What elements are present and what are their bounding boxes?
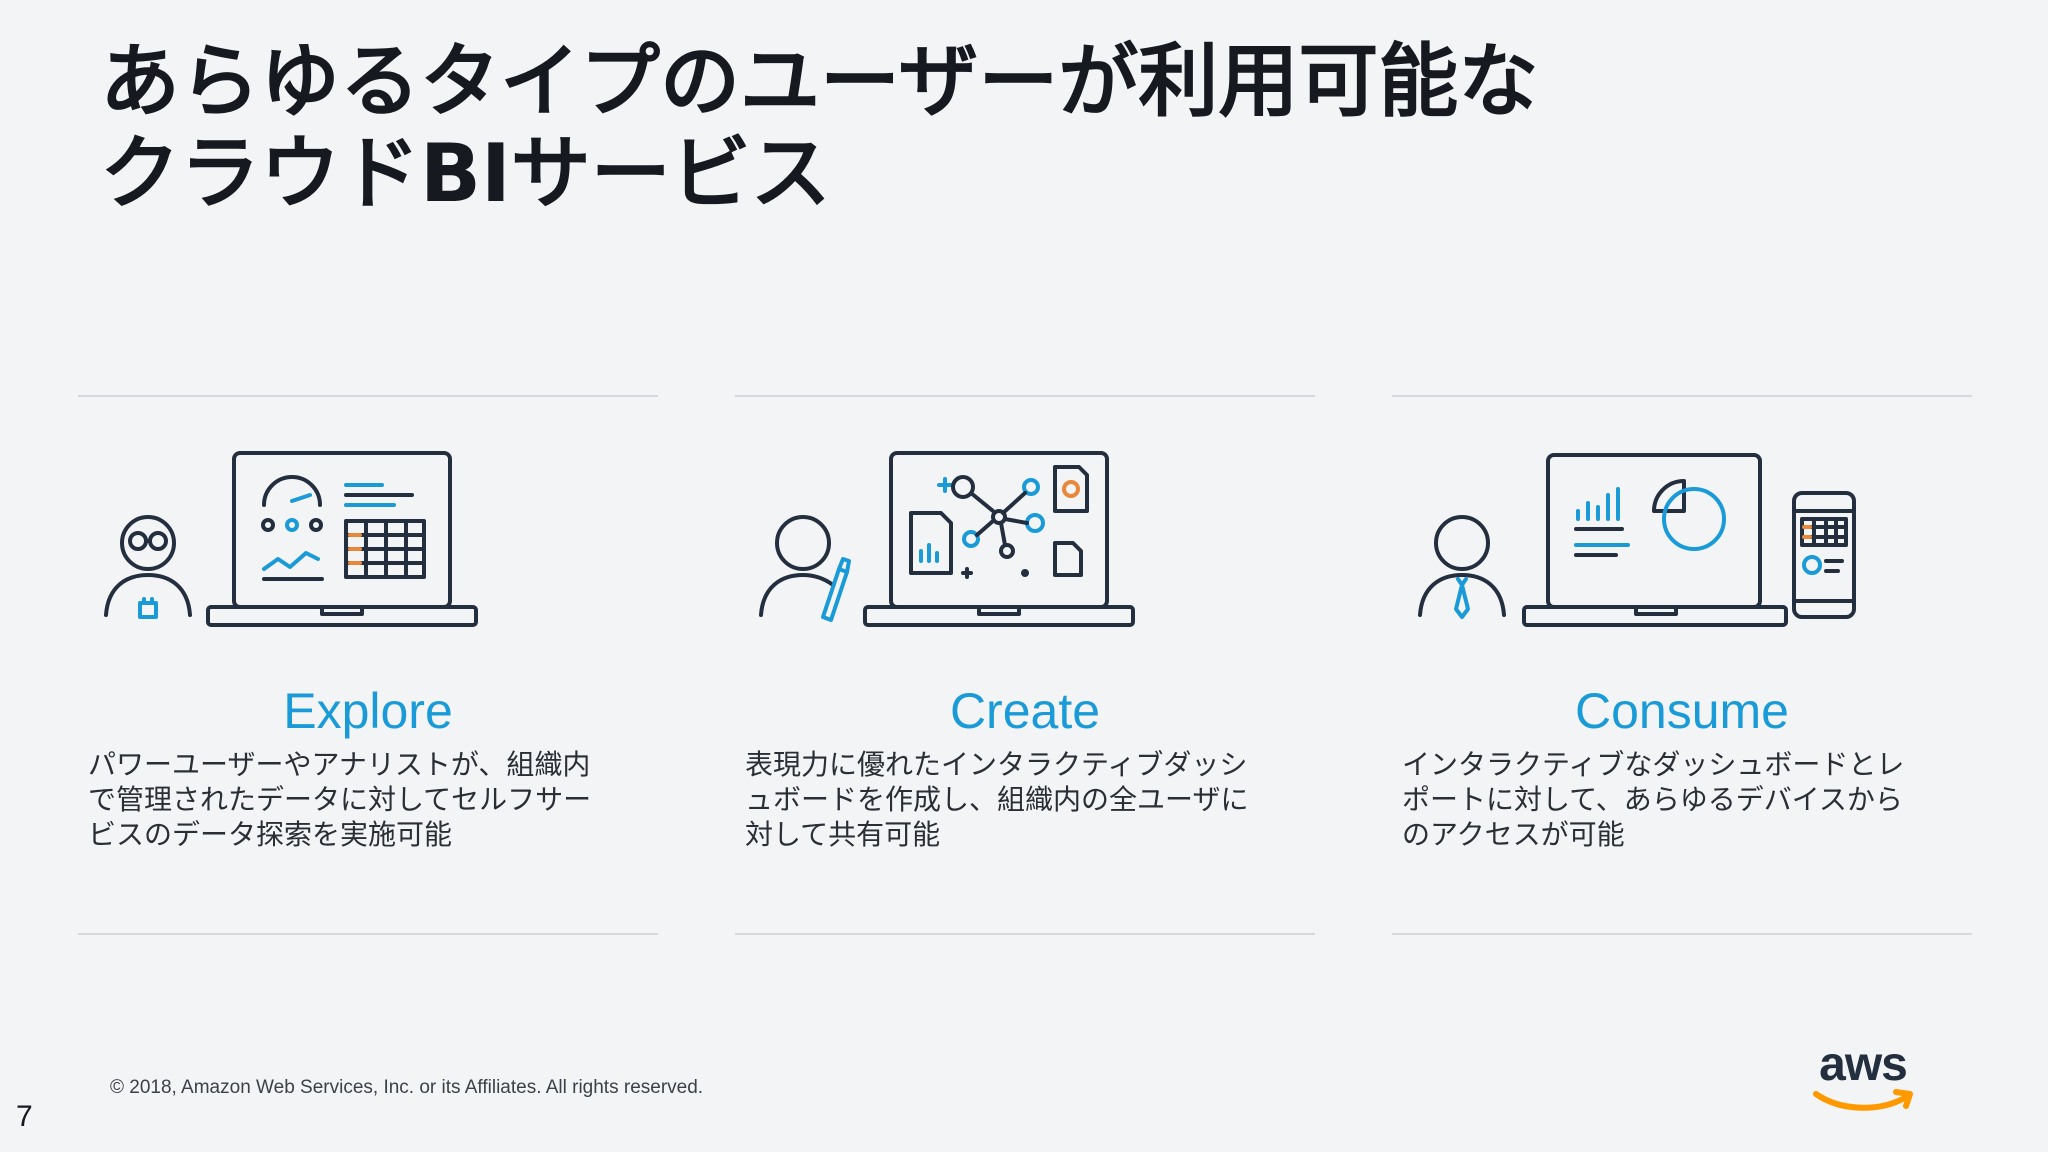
title-line-2: クラウドBIサービス — [100, 127, 831, 220]
create-description: 表現力に優れたインタラクティブダッシュボードを作成し、組織内の全ユーザに対して共… — [745, 748, 1249, 851]
creator-laptop-icon — [735, 445, 1315, 635]
explore-description: パワーユーザーやアナリストが、組織内で管理されたデータに対してセルフサービスのデ… — [88, 748, 592, 851]
copyright-notice: © 2018, Amazon Web Services, Inc. or its… — [110, 1077, 704, 1098]
analyst-laptop-icon — [78, 445, 658, 635]
consume-description: インタラクティブなダッシュボードとレポートに対して、あらゆるデバイスからのアクセ… — [1402, 748, 1905, 851]
consume-heading: Consume — [1575, 683, 1789, 739]
column-explore: Explore パワーユーザーやアナリストが、組織内で管理されたデータに対してセ… — [78, 395, 658, 935]
title-line-1: あらゆるタイプのユーザーが利用可能な — [100, 35, 1539, 128]
aws-smile-icon — [1813, 1089, 1913, 1111]
explore-heading: Explore — [283, 683, 453, 739]
aws-logo-text: aws — [1819, 1038, 1908, 1091]
page-number: 7 — [16, 1100, 33, 1133]
create-heading: Create — [949, 683, 1101, 739]
aws-logo: aws — [1808, 1040, 1918, 1120]
column-create: Create 表現力に優れたインタラクティブダッシュボードを作成し、組織内の全ユ… — [735, 395, 1315, 935]
consumer-devices-icon — [1392, 445, 1972, 635]
column-consume: Consume インタラクティブなダッシュボードとレポートに対して、あらゆるデバ… — [1392, 395, 1972, 935]
slide-title: あらゆるタイプのユーザーが利用可能な クラウドBIサービス — [100, 36, 1538, 220]
